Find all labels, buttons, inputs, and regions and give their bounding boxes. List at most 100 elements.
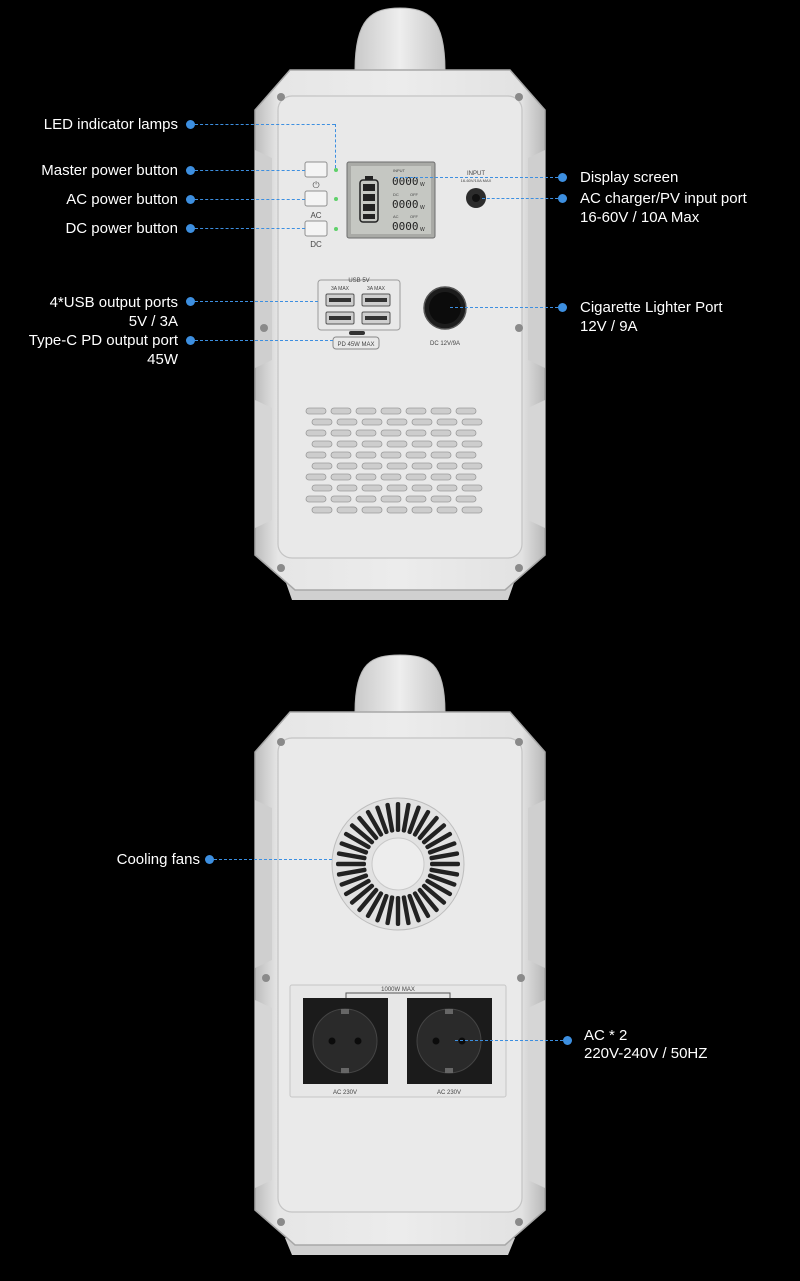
fan-slot [412, 809, 431, 837]
fan-slot [343, 831, 371, 850]
lcd-off2-text: OFF [410, 214, 419, 219]
vent-slot [330, 407, 352, 415]
vent-slot [361, 418, 383, 426]
fan-slot [336, 861, 366, 867]
fan-slot [339, 841, 369, 855]
callout-dot-ac [563, 1036, 572, 1045]
usb-left-text: 3A MAX [331, 286, 350, 292]
vent-slot [311, 506, 333, 514]
vent-slot [336, 440, 358, 448]
label-usb: 4*USB output ports 5V / 3A [50, 293, 178, 331]
vent-slot [380, 473, 402, 481]
label-fans: Cooling fans [116, 851, 200, 868]
vent-slot [411, 462, 433, 470]
vent-slot [305, 473, 327, 481]
fan-slot [421, 823, 447, 845]
fan-slot [407, 805, 421, 835]
label-led: LED indicator lamps [43, 116, 178, 133]
socket-left-text: AC 230V [333, 1090, 357, 1096]
fan-slot [385, 802, 395, 833]
vent-slot [386, 462, 408, 470]
fan-slot [425, 831, 453, 850]
fan-slot [425, 878, 453, 897]
input-spec-text: 16-60V/10A MAX [461, 178, 492, 183]
vent-slot [436, 506, 458, 514]
lcd-digits-2: 0000 [392, 198, 419, 211]
vent-slot [305, 407, 327, 415]
vent-slot [380, 429, 402, 437]
vent-slot [386, 418, 408, 426]
vent-slot [405, 407, 427, 415]
back-unit [254, 654, 546, 1255]
usb-title: 4*USB output ports [49, 294, 178, 311]
vent-slot [436, 440, 458, 448]
vent-slot [436, 418, 458, 426]
leader-usb [195, 301, 318, 302]
vent-slot [311, 440, 333, 448]
vent-slot [455, 407, 477, 415]
lcd-unit-2: W [420, 205, 425, 211]
ac-input-title: AC charger/PV input port [580, 190, 747, 207]
vent-slot [405, 473, 427, 481]
vent-slot [455, 473, 477, 481]
callout-dot-master [186, 166, 195, 175]
leader-typec [195, 340, 333, 341]
leader-master [195, 170, 305, 171]
vent-slot [336, 418, 358, 426]
lcd-input-text: INPUT [393, 168, 406, 173]
usb-spec: 5V / 3A [128, 313, 178, 330]
vent-slot [361, 484, 383, 492]
vent-slot [355, 473, 377, 481]
vent-slot [355, 495, 377, 503]
vent-slot [380, 495, 402, 503]
vent-slot [311, 462, 333, 470]
btn-ac-text: AC [310, 211, 321, 220]
fan-slot [429, 851, 460, 861]
fan-slot [349, 823, 375, 845]
fan-slot [412, 891, 431, 919]
fan-slot [417, 887, 439, 913]
lcd-dc-text: DC [393, 192, 399, 197]
vent-slot [430, 495, 452, 503]
leader-dc-button [195, 228, 305, 229]
label-ac-input: AC charger/PV input port 16-60V / 10A Ma… [580, 189, 747, 227]
fan-slot [427, 873, 457, 887]
fan-slot [417, 815, 439, 841]
vent-slot [305, 451, 327, 459]
vent-slot [355, 407, 377, 415]
callout-dot-ac-input [558, 194, 567, 203]
vent-slot [461, 506, 483, 514]
callout-dot-led [186, 120, 195, 129]
fan-slot [343, 878, 371, 897]
leader-display [395, 177, 558, 178]
label-ac-button: AC power button [66, 191, 178, 208]
fan-slot [395, 802, 401, 832]
vent-slot [430, 429, 452, 437]
cig-title: Cigarette Lighter Port [580, 299, 723, 316]
vent-slot [430, 407, 452, 415]
lcd-off1-text: OFF [410, 192, 419, 197]
lcd-unit-1: W [420, 182, 425, 188]
vent-slot [411, 506, 433, 514]
max-text: 1000W MAX [381, 987, 415, 993]
callout-dot-typec [186, 336, 195, 345]
pd-text: PD 45W MAX [337, 342, 374, 348]
label-cig: Cigarette Lighter Port 12V / 9A [580, 298, 723, 336]
svg-text:⏻: ⏻ [312, 180, 319, 190]
fan-slot [336, 867, 367, 877]
vent-slot [455, 451, 477, 459]
vent-slot [386, 506, 408, 514]
usb-header-text: USB 5V [348, 278, 369, 284]
usb-right-text: 3A MAX [367, 286, 386, 292]
vent-slot [461, 440, 483, 448]
vent-slot [380, 451, 402, 459]
input-text: INPUT [467, 171, 485, 177]
leader-ac-button [195, 199, 305, 200]
fan-slot [401, 895, 411, 926]
lcd-digits-1: 0000 [392, 175, 419, 188]
vent-slot [330, 473, 352, 481]
callout-dot-cig [558, 303, 567, 312]
label-display: Display screen [580, 169, 679, 186]
typec-title: Type-C PD output port [28, 332, 178, 349]
